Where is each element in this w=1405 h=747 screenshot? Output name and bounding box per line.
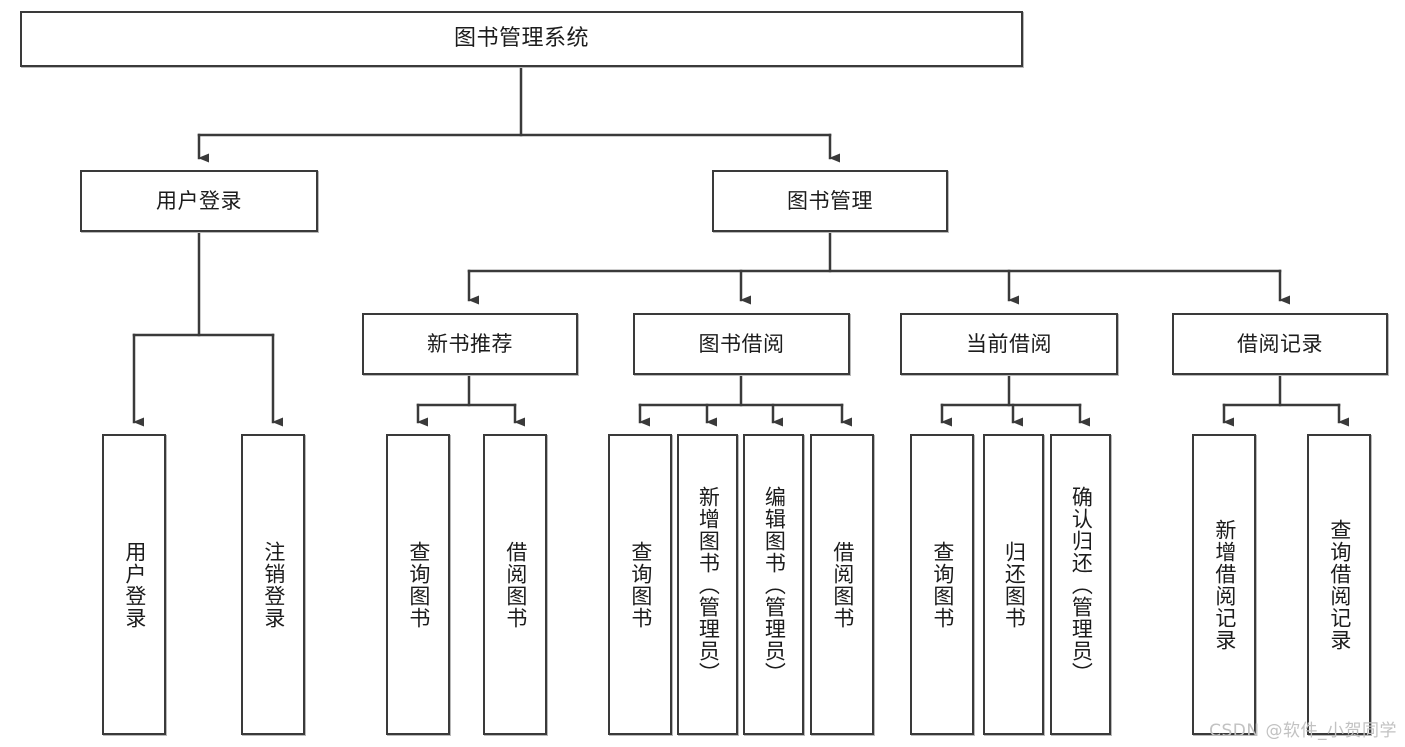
node-new-book-recommend-label: 新书推荐 xyxy=(427,331,513,356)
node-user-login[interactable]: 用户登录 xyxy=(80,170,318,232)
node-leaf-borrow-book-2-label: 借阅图书 xyxy=(830,540,855,629)
node-leaf-user-login-label: 用户登录 xyxy=(122,540,147,629)
node-leaf-borrow-book-1[interactable]: 借阅图书 xyxy=(483,434,547,735)
node-leaf-query-book-2-label: 查询图书 xyxy=(628,540,653,629)
node-leaf-query-book-3-label: 查询图书 xyxy=(930,540,955,629)
node-leaf-query-record-label: 查询借阅记录 xyxy=(1327,518,1352,651)
node-current-borrow-label: 当前借阅 xyxy=(966,331,1052,356)
node-leaf-borrow-book-2[interactable]: 借阅图书 xyxy=(810,434,874,735)
node-leaf-query-book-1-label: 查询图书 xyxy=(406,540,431,629)
node-book-manage[interactable]: 图书管理 xyxy=(712,170,948,232)
node-root-system-label: 图书管理系统 xyxy=(453,26,589,52)
node-leaf-return-book-label: 归还图书 xyxy=(1002,540,1027,629)
node-leaf-query-book-2[interactable]: 查询图书 xyxy=(608,434,672,735)
watermark-text: CSDN @软件_小贺同学 xyxy=(1209,721,1397,741)
node-leaf-edit-book-label: 编辑图书（管理员） xyxy=(762,485,787,684)
node-leaf-add-book-label: 新增图书（管理员） xyxy=(696,485,721,684)
node-book-borrow-label: 图书借阅 xyxy=(698,331,785,356)
node-leaf-query-record[interactable]: 查询借阅记录 xyxy=(1307,434,1371,735)
node-leaf-query-book-3[interactable]: 查询图书 xyxy=(910,434,974,735)
node-leaf-add-book[interactable]: 新增图书（管理员） xyxy=(677,434,738,735)
node-root-system[interactable]: 图书管理系统 xyxy=(20,11,1023,67)
node-leaf-return-book[interactable]: 归还图书 xyxy=(983,434,1044,735)
node-leaf-user-login[interactable]: 用户登录 xyxy=(102,434,166,735)
node-book-borrow[interactable]: 图书借阅 xyxy=(633,313,850,375)
node-leaf-add-record[interactable]: 新增借阅记录 xyxy=(1192,434,1256,735)
node-leaf-borrow-book-1-label: 借阅图书 xyxy=(503,540,528,629)
node-new-book-recommend[interactable]: 新书推荐 xyxy=(362,313,578,375)
node-leaf-confirm-return-label: 确认归还（管理员） xyxy=(1069,485,1094,684)
node-current-borrow[interactable]: 当前借阅 xyxy=(900,313,1118,375)
node-leaf-user-logout[interactable]: 注销登录 xyxy=(241,434,305,735)
node-leaf-query-book-1[interactable]: 查询图书 xyxy=(386,434,450,735)
node-book-manage-label: 图书管理 xyxy=(787,188,873,213)
node-leaf-confirm-return[interactable]: 确认归还（管理员） xyxy=(1050,434,1111,735)
node-leaf-edit-book[interactable]: 编辑图书（管理员） xyxy=(743,434,804,735)
node-borrow-record-label: 借阅记录 xyxy=(1237,331,1323,356)
node-borrow-record[interactable]: 借阅记录 xyxy=(1172,313,1388,375)
node-leaf-user-logout-label: 注销登录 xyxy=(261,540,286,629)
node-user-login-label: 用户登录 xyxy=(156,188,242,213)
node-leaf-add-record-label: 新增借阅记录 xyxy=(1212,518,1237,651)
